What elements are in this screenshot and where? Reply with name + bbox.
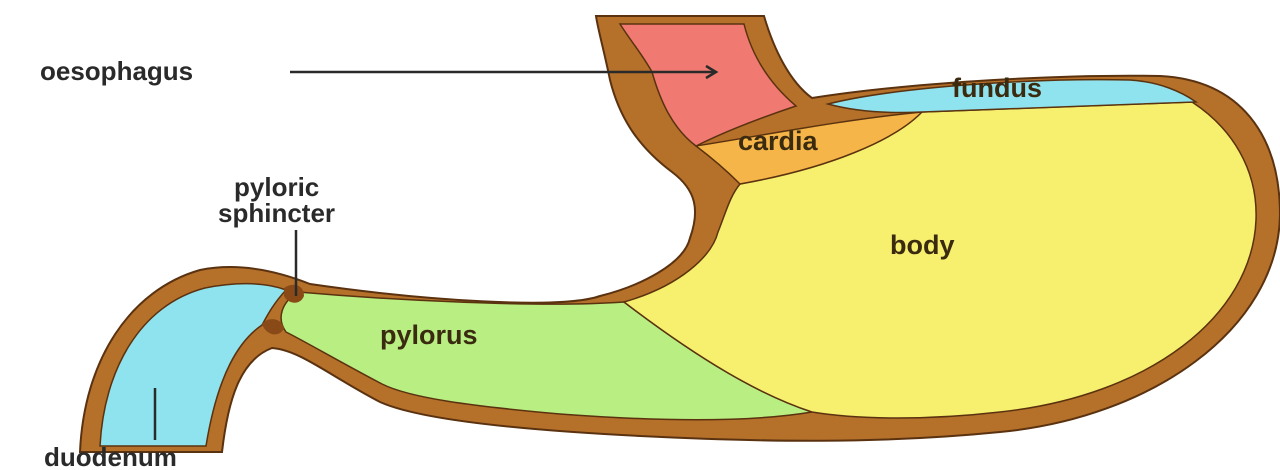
- duodenum-region: [100, 284, 286, 446]
- cardia-label: cardia: [738, 126, 819, 156]
- pylorus-label: pylorus: [380, 320, 478, 350]
- oesophagus-label: oesophagus: [40, 56, 193, 86]
- duodenum-label: duodenum: [44, 442, 177, 470]
- pyloric-sphincter-label-line2: sphincter: [218, 198, 335, 228]
- fundus-label: fundus: [952, 73, 1042, 103]
- body-label: body: [890, 230, 955, 260]
